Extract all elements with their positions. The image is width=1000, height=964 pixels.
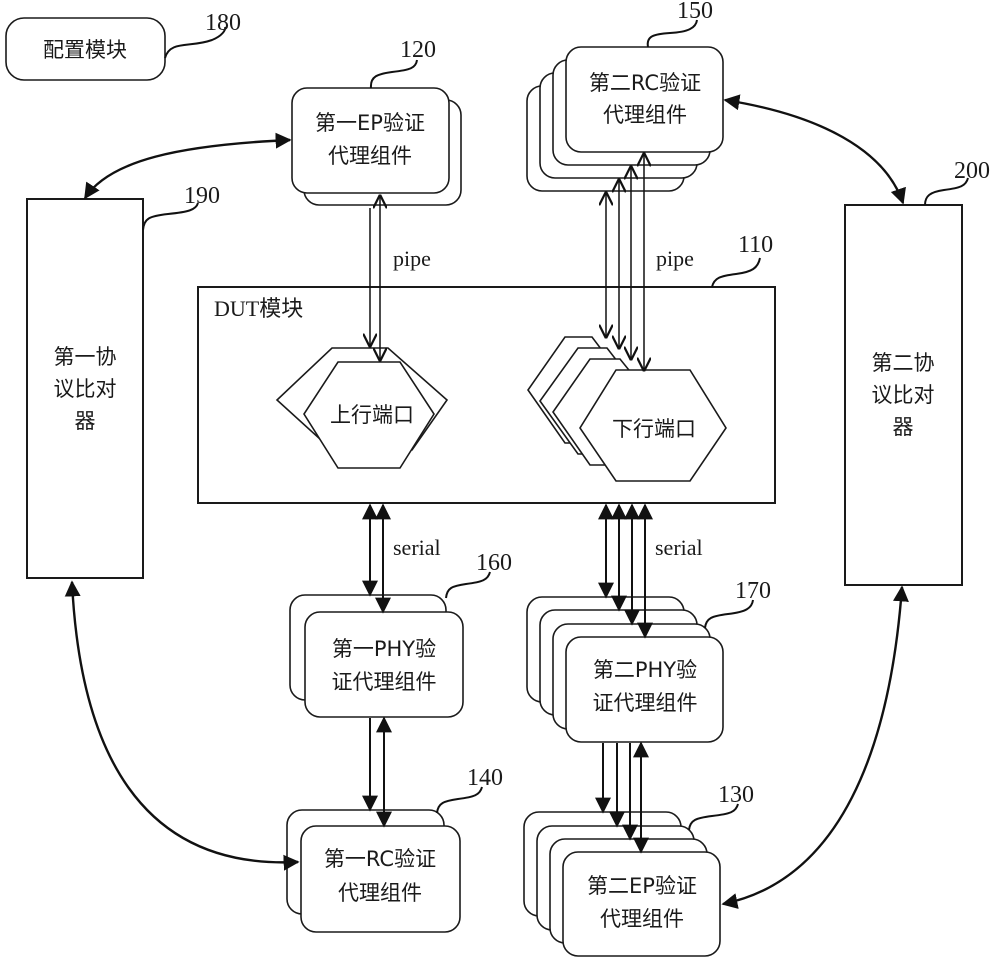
second-protocol-comparator-label-3: 器: [893, 415, 914, 439]
config-module-box: [5, 17, 166, 81]
serial-link-left: serial: [362, 503, 441, 614]
dut-module: DUT模块 110 上行端口 下行端口: [197, 232, 776, 504]
cmp2-rc2-curved-arrow: [723, 94, 906, 205]
second-ep-agent-box: [562, 851, 721, 957]
ref-200: 200: [954, 158, 990, 184]
upstream-port: 上行端口: [275, 347, 449, 469]
first-ep-agent-leader: [369, 59, 418, 89]
first-rc-agent-box: [300, 825, 461, 933]
pipe-label-right: pipe: [656, 246, 694, 271]
phy2-ep2-link: [595, 741, 649, 854]
first-ep-agent: 第一EP验证 代理组件 120: [291, 37, 462, 206]
first-protocol-comparator-label-2: 议比对: [54, 377, 117, 401]
downstream-port: 下行端口: [527, 336, 727, 482]
downstream-port-hex: [579, 369, 727, 482]
cmp1-rc1-curved-arrow: [64, 580, 300, 871]
second-phy-agent-leader: [704, 599, 754, 629]
second-rc-agent: 第二RC验证 代理组件 150: [526, 0, 724, 192]
first-ep-agent-box: [291, 87, 450, 194]
serial-label-left: serial: [393, 535, 441, 560]
dut-module-label-text: DUT模块: [214, 296, 303, 321]
config-module-label: 配置模块: [43, 38, 127, 62]
pipe-link-left: pipe: [370, 196, 431, 360]
pipe-label-left: pipe: [393, 246, 431, 271]
ref-150: 150: [677, 0, 713, 24]
ref-130: 130: [718, 782, 754, 808]
cmp2-ep2-curved-arrow: [721, 585, 909, 909]
dut-module-label: DUT模块: [214, 296, 303, 321]
second-phy-agent: 第二PHY验 证代理组件 170: [526, 578, 771, 743]
first-rc-agent: 第一RC验证 代理组件 140: [286, 765, 503, 933]
second-phy-agent-label-2: 证代理组件: [593, 691, 698, 715]
second-phy-agent-box: [565, 636, 724, 743]
first-protocol-comparator-label-3: 器: [75, 409, 96, 433]
first-phy-agent-leader: [445, 571, 491, 599]
first-rc-agent-label-2: 代理组件: [338, 881, 422, 905]
serial-label-right: serial: [655, 535, 703, 560]
config-module: 配置模块 180: [5, 10, 241, 81]
ref-140: 140: [467, 765, 503, 791]
second-protocol-comparator-label-1: 第二协: [872, 351, 935, 375]
ref-110: 110: [738, 232, 773, 258]
config-module-leader: [164, 26, 227, 59]
first-protocol-comparator-label-1: 第一协: [54, 345, 117, 369]
second-protocol-comparator-box: [844, 204, 963, 586]
second-ep-agent: 第二EP验证 代理组件 130: [523, 782, 754, 957]
ref-160: 160: [476, 550, 512, 576]
ref-120: 120: [400, 37, 436, 63]
first-phy-agent-label-1: 第一PHY验: [332, 637, 436, 661]
second-rc-agent-label-2: 代理组件: [603, 103, 687, 127]
first-ep-agent-label-2: 代理组件: [328, 144, 412, 168]
second-ep-agent-label-1: 第二EP验证: [587, 874, 697, 898]
second-rc-agent-leader: [646, 19, 698, 48]
pipe-link-right: pipe: [606, 154, 694, 370]
downstream-port-label: 下行端口: [612, 417, 696, 441]
first-protocol-comparator-leader: [142, 202, 199, 231]
second-protocol-comparator: 第二协 议比对 器 200: [844, 158, 990, 586]
first-ep-agent-label-1: 第一EP验证: [315, 111, 425, 135]
dut-module-leader: [711, 257, 761, 288]
first-rc-agent-label-1: 第一RC验证: [324, 847, 436, 871]
first-phy-agent-label-2: 证代理组件: [332, 670, 437, 694]
phy1-rc1-link: [362, 716, 392, 828]
upstream-port-hex: [303, 361, 435, 469]
first-phy-agent: 第一PHY验 证代理组件 160: [289, 550, 512, 718]
second-rc-agent-box: [565, 46, 724, 153]
ref-170: 170: [735, 578, 771, 604]
first-phy-agent-box: [304, 611, 464, 718]
cmp1-ep1-curved-arrow: [83, 132, 292, 200]
second-protocol-comparator-leader: [924, 177, 969, 206]
first-rc-agent-leader: [436, 786, 483, 814]
ref-180: 180: [205, 10, 241, 36]
second-rc-agent-label-1: 第二RC验证: [589, 71, 701, 95]
serial-link-right: serial: [598, 503, 703, 639]
second-ep-agent-label-2: 代理组件: [600, 907, 684, 931]
first-protocol-comparator-box: [26, 198, 144, 579]
first-protocol-comparator: 第一协 议比对 器 190: [26, 183, 220, 579]
second-phy-agent-label-1: 第二PHY验: [593, 658, 697, 682]
ref-190: 190: [184, 183, 220, 209]
second-protocol-comparator-label-2: 议比对: [872, 383, 935, 407]
upstream-port-label: 上行端口: [330, 403, 414, 427]
